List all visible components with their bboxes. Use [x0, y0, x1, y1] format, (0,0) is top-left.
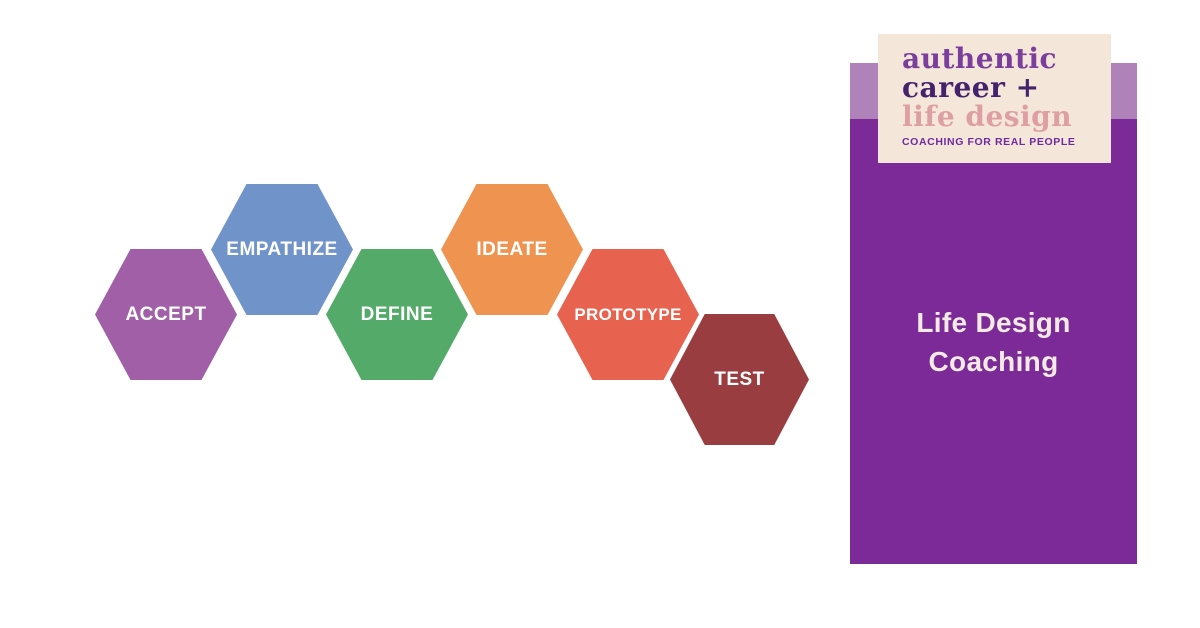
- hexagon-empathize-label: EMPATHIZE: [226, 238, 338, 260]
- hexagon-empathize: EMPATHIZE: [211, 184, 353, 315]
- logo-tagline: COACHING FOR REAL PEOPLE: [902, 136, 1076, 148]
- hexagon-ideate-label: IDEATE: [476, 238, 548, 260]
- logo-word-authentic: authentic: [902, 42, 1058, 75]
- logo-word-career: career +: [902, 71, 1040, 104]
- hexagon-test: TEST: [670, 314, 809, 445]
- hexagon-accept-label: ACCEPT: [125, 303, 207, 325]
- hexagon-ideate: IDEATE: [441, 184, 583, 315]
- hexagon-define: DEFINE: [326, 249, 468, 380]
- hexagon-accept: ACCEPT: [95, 249, 237, 380]
- hexagon-prototype: PROTOTYPE: [557, 249, 699, 380]
- hexagon-define-label: DEFINE: [360, 303, 434, 325]
- sidebar-heading-text: Life Design Coaching: [916, 307, 1071, 377]
- logo-word-life-design: life design: [902, 100, 1073, 133]
- hexagon-test-label: TEST: [714, 368, 765, 390]
- logo-card: authentic career + life design COACHING …: [878, 34, 1111, 163]
- design-process-diagram: ACCEPT EMPATHIZE DEFINE IDEATE PROTOTYPE…: [95, 184, 809, 445]
- sidebar-heading: Life Design Coaching: [850, 303, 1137, 381]
- hexagon-prototype-label: PROTOTYPE: [574, 304, 682, 324]
